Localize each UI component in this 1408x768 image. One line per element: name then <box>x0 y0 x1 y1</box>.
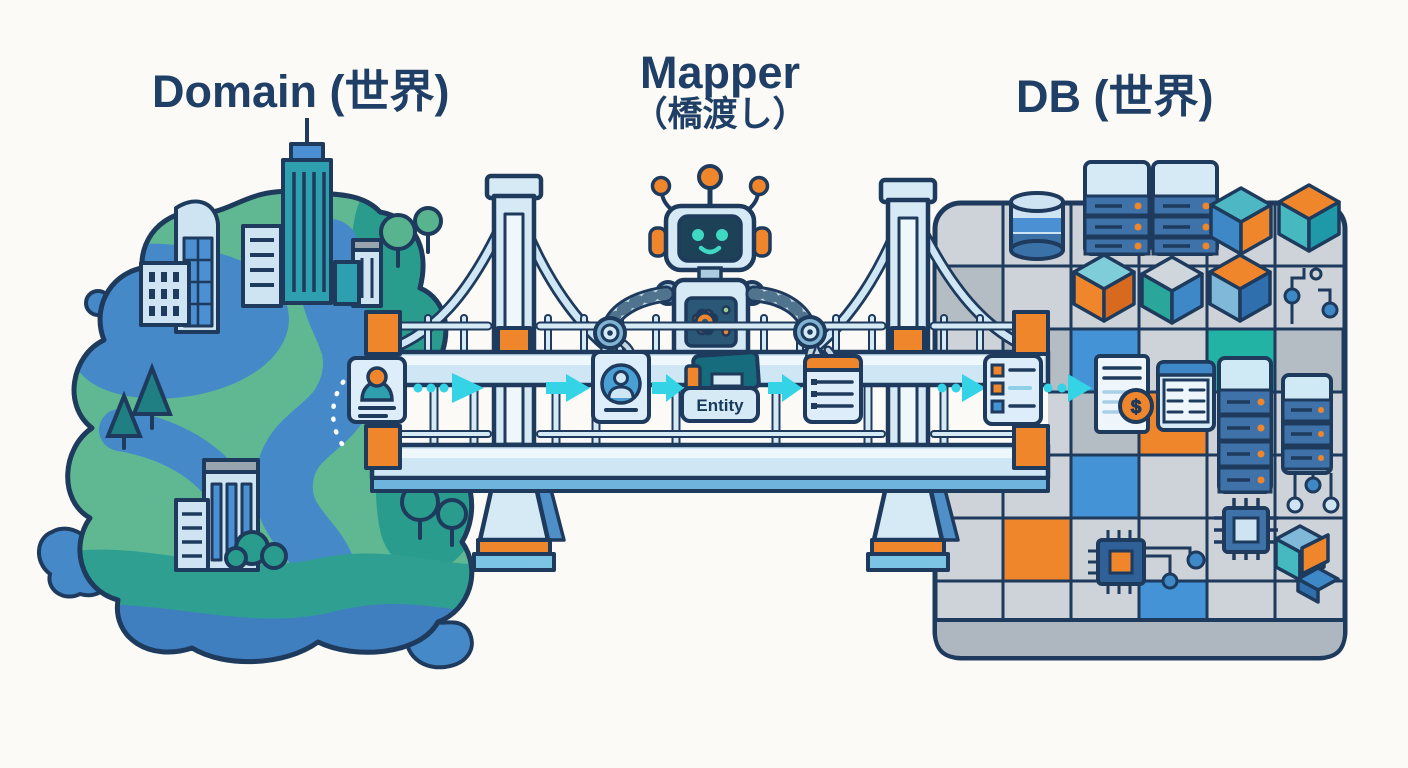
robot-antenna-ball <box>748 175 770 197</box>
flow-arrow-icon <box>768 374 802 402</box>
dashed-trail <box>330 369 355 447</box>
server-rack-icon <box>1083 160 1151 256</box>
server-rack-icon <box>1217 356 1273 494</box>
city-buildings <box>139 118 383 572</box>
transform-flow: Entity <box>347 350 1216 434</box>
grid-cell-blue <box>1069 453 1141 520</box>
tower-orange-block <box>496 326 532 354</box>
person-icon <box>360 366 394 402</box>
puzzle-blocks-icon <box>1274 524 1340 604</box>
bridge-anchor-block <box>364 310 402 356</box>
entity-box: Entity <box>680 350 761 423</box>
tower-right-teal <box>333 260 361 306</box>
cpu-chip-icon <box>1214 498 1278 560</box>
tree-icon <box>436 498 468 530</box>
mapper-title-sub: （橋渡し） <box>632 94 808 134</box>
tower-base-orange-band <box>476 538 552 556</box>
grid-cell-orange <box>1001 516 1073 583</box>
skyscraper-windows <box>292 172 326 292</box>
office-windows <box>149 272 179 316</box>
data-cube-icon <box>1277 183 1341 253</box>
bush-icon <box>260 542 288 570</box>
robot-eye <box>716 229 728 241</box>
bridge-anchor-block <box>1012 310 1050 356</box>
grid-base-band <box>933 618 1347 660</box>
flow-arrow-icon <box>546 374 590 402</box>
island-outline <box>65 188 475 665</box>
db-cylinder-icon <box>1009 191 1065 261</box>
circuit-trace-icon <box>1283 267 1339 324</box>
server-rack-icon <box>1281 373 1333 475</box>
data-cube-icon <box>1140 255 1204 325</box>
entity-machine-slot <box>710 372 744 388</box>
robot-ear <box>752 226 772 258</box>
robot-antenna-ball <box>650 175 672 197</box>
dollar-glyph: $ <box>1131 397 1142 418</box>
tree-icon <box>413 206 443 236</box>
flow-arrow-icon <box>937 374 986 402</box>
mapper-title-main: Mapper <box>639 47 801 98</box>
record-header <box>803 354 863 372</box>
flow-arrow-icon <box>413 373 484 403</box>
circuit-trace-icon <box>1144 546 1206 590</box>
robot-antenna-ball <box>697 164 723 190</box>
robot-smile <box>698 245 722 255</box>
flow-card-id <box>591 350 651 424</box>
robot-panel-led <box>721 305 731 315</box>
bridge-anchors <box>364 310 1050 470</box>
tower-orange-block <box>890 326 926 354</box>
island-shore-band-blue <box>67 604 472 662</box>
mapper-robot <box>648 164 772 365</box>
entity-body <box>680 386 760 423</box>
robot-eye <box>692 229 704 241</box>
table-record-icon <box>1156 360 1216 432</box>
lower-building-small <box>174 498 210 572</box>
building-window-bars <box>250 238 274 287</box>
flow-arrow-icon <box>1043 374 1092 402</box>
data-cube-icon <box>1072 253 1136 323</box>
bridge-anchor-block <box>364 424 402 470</box>
tower-base-orange-band <box>870 538 946 556</box>
flow-card-schema <box>983 354 1043 426</box>
domain-title: Domain (世界) <box>152 66 450 117</box>
invoice-dollar-icon: $ <box>1094 354 1154 434</box>
tower-foot <box>472 552 556 572</box>
server-rack-icon <box>1151 160 1219 256</box>
mapper-title: Mapper （橋渡し） <box>585 47 855 134</box>
deck-lower-highlight <box>376 449 1044 458</box>
bush-icon <box>224 546 248 570</box>
data-cube-icon <box>1208 253 1272 323</box>
lower-building-windows <box>210 482 253 562</box>
flow-card-domain-object <box>347 356 407 424</box>
tower-foot <box>866 552 950 572</box>
deck-under-fascia <box>370 476 1050 493</box>
tree-icon <box>379 213 417 251</box>
robot-ear <box>648 226 668 258</box>
dollar-coin-icon <box>1118 388 1154 424</box>
trees <box>105 206 468 570</box>
data-cube-icon <box>1209 186 1273 256</box>
entity-label: Entity <box>696 396 744 415</box>
db-title: DB (世界) <box>1016 71 1214 122</box>
circuit-trace-icon <box>1286 473 1340 514</box>
cpu-chip-icon <box>1088 530 1146 594</box>
flow-arrow-icon <box>652 374 684 402</box>
robot-screen <box>677 214 743 263</box>
flow-card-record <box>803 354 863 424</box>
bridge-anchor-block <box>1012 424 1050 470</box>
